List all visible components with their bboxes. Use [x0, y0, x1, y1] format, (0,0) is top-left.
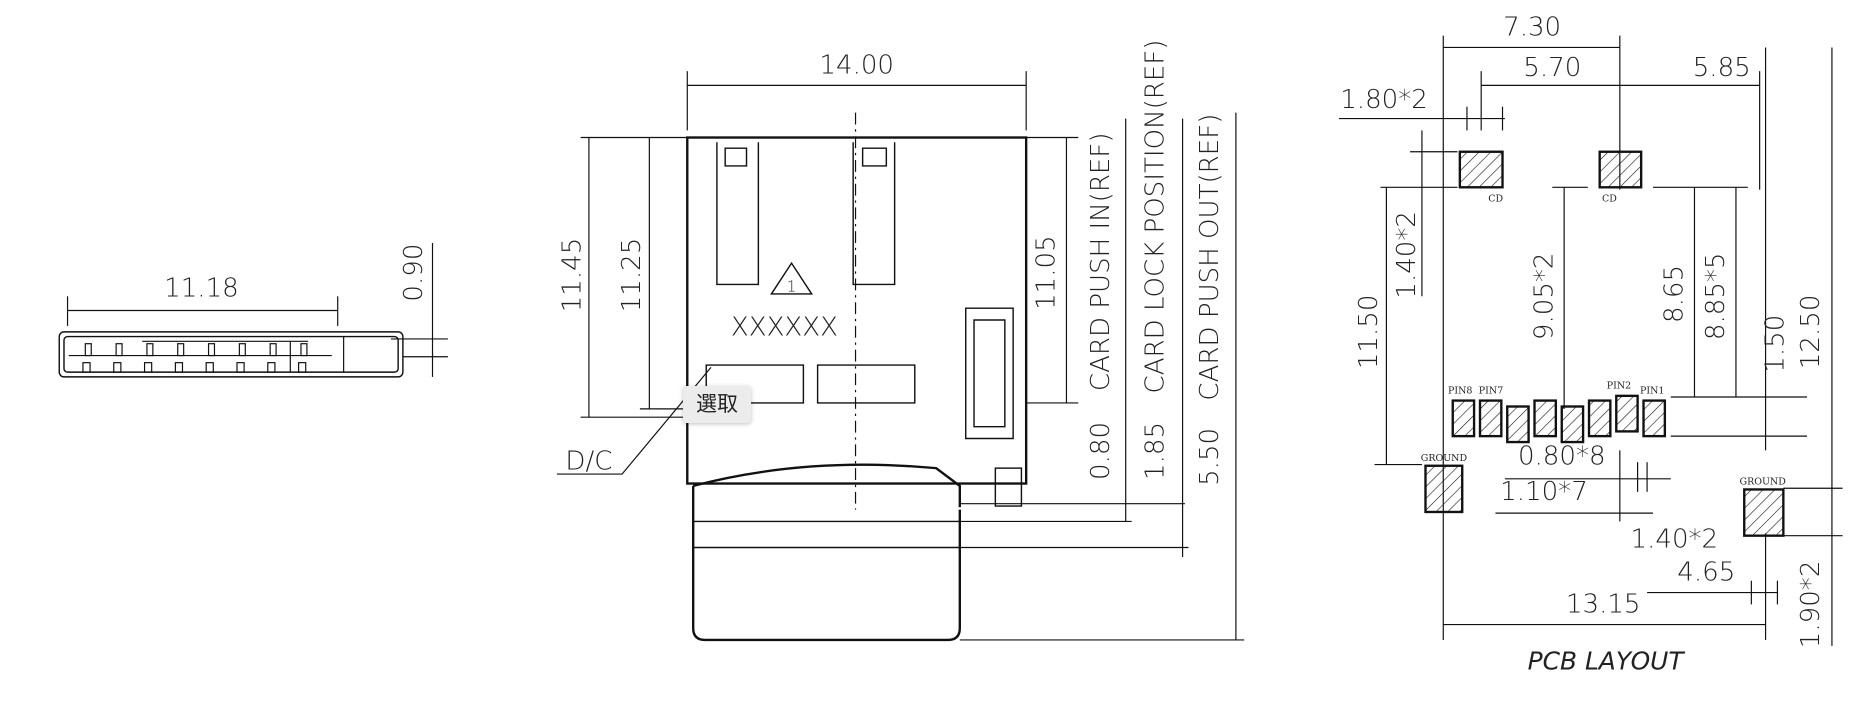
- dim-1-50: 1.50: [1760, 315, 1790, 373]
- dim-12-50: 12.50: [1796, 295, 1826, 370]
- ground-pad-left: [1424, 464, 1464, 514]
- dim-9-05x2: 9.05*2: [1529, 253, 1559, 341]
- dim-1-40x2-vertical: 1.40*2: [1392, 211, 1422, 299]
- connector-side-body: [58, 331, 404, 378]
- pin4-pad: [1560, 405, 1585, 444]
- pin2-label: PIN2: [1607, 381, 1631, 392]
- dim-14-00: 14.00: [819, 51, 894, 81]
- marking-text: XXXXXX: [731, 312, 838, 342]
- card-push-in-value: 0.80: [1086, 422, 1116, 480]
- dim-7-30: 7.30: [1503, 13, 1561, 43]
- pin5-pad: [1533, 399, 1558, 438]
- dim-8-85x5: 8.85*5: [1701, 253, 1731, 341]
- dim-5-70: 5.70: [1523, 53, 1581, 83]
- dim-4-65: 4.65: [1677, 558, 1735, 588]
- pin1-label: PIN1: [1640, 385, 1664, 396]
- side-view: 11.18 0.90: [58, 242, 448, 378]
- cd-label-right: CD: [1602, 194, 1617, 205]
- dim-1-10x7: 1.10*7: [1500, 477, 1588, 507]
- pcb-layout-title: PCB LAYOUT: [1528, 647, 1686, 676]
- pin1-pad: [1642, 399, 1667, 438]
- card-push-out-value: 5.50: [1195, 428, 1225, 486]
- dim-1-40x2-horizontal: 1.40*2: [1631, 525, 1719, 555]
- dim-8-65: 8.65: [1660, 265, 1690, 323]
- select-tooltip: 選取: [683, 386, 751, 423]
- dim-11-25: 11.25: [617, 238, 647, 313]
- dim-0-80x8: 0.80*8: [1518, 442, 1606, 472]
- cd-pad-right: [1598, 150, 1643, 189]
- ground-pad-right: [1743, 488, 1785, 537]
- dim-1-80x2: 1.80*2: [1340, 85, 1428, 115]
- pin3-pad: [1587, 399, 1612, 438]
- card-lock-label: CARD LOCK POSITION(REF): [1141, 40, 1171, 394]
- dim-11-18: 11.18: [164, 273, 239, 303]
- ground-label-left: GROUND: [1421, 453, 1468, 464]
- pcb-layout: 7.30 5.70 5.85 1.80*2 1.40*2 11.50 9.05*…: [1338, 13, 1843, 676]
- dim-1-90x2: 1.90*2: [1796, 561, 1826, 649]
- dim-5-85: 5.85: [1693, 53, 1751, 83]
- dim-11-05: 11.05: [1032, 235, 1062, 310]
- dim-11-45: 11.45: [558, 238, 588, 313]
- dim-13-15: 13.15: [1566, 590, 1641, 620]
- ground-label-right: GROUND: [1740, 477, 1787, 488]
- top-view: 14.00 1 XXXXXX D/C 11.45 11.25 11.05 CAR…: [556, 40, 1245, 642]
- cd-pad-left: [1458, 150, 1504, 189]
- pin7-label: PIN7: [1479, 385, 1503, 396]
- dim-0-90: 0.90: [399, 244, 429, 302]
- dim-11-50: 11.50: [1354, 295, 1384, 370]
- marking-number: 1: [787, 278, 797, 296]
- pin2-pad: [1615, 394, 1639, 433]
- pin7-pad: [1478, 399, 1503, 438]
- connector-body: [686, 136, 1028, 485]
- card-push-out-label: CARD PUSH OUT(REF): [1195, 114, 1225, 401]
- cd-label-left: CD: [1488, 194, 1503, 205]
- date-code-label: D/C: [565, 446, 612, 476]
- pin8-pad: [1451, 399, 1476, 438]
- pin6-pad: [1506, 405, 1530, 444]
- card-push-in-label: CARD PUSH IN(REF): [1086, 132, 1116, 391]
- pin8-label: PIN8: [1448, 385, 1472, 396]
- card-lock-value: 1.85: [1141, 422, 1171, 480]
